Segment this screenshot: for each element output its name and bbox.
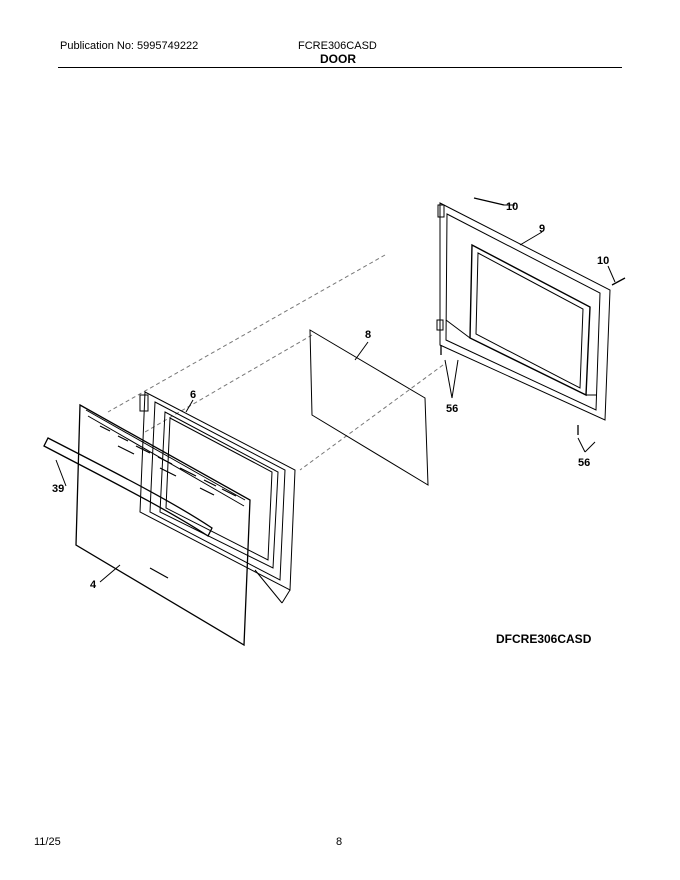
section-title: DOOR [320, 52, 356, 66]
callout-56-right: 56 [578, 457, 590, 469]
part-6-door-frame [139, 391, 296, 604]
hinge-screws [440, 197, 626, 435]
part-4-outer-door [75, 403, 251, 647]
callout-56-left: 56 [446, 403, 458, 415]
callout-9: 9 [539, 223, 545, 235]
alignment-lines [107, 254, 444, 471]
callout-labels: 10 9 10 8 56 56 6 39 4 [52, 201, 609, 591]
part-9-inner-door-liner [436, 202, 611, 421]
control-slots [99, 425, 237, 497]
footer-date: 11/25 [34, 836, 61, 848]
model-number: FCRE306CASD [298, 40, 377, 52]
publication-number: Publication No: 5995749222 [60, 40, 199, 52]
callout-10-right: 10 [597, 255, 609, 267]
leader-lines [55, 204, 616, 583]
page-number: 8 [336, 836, 343, 848]
part-8-glass-panel [309, 329, 429, 486]
callout-6: 6 [190, 389, 196, 401]
callout-4: 4 [90, 579, 97, 591]
callout-8: 8 [365, 329, 371, 341]
callout-39: 39 [52, 483, 64, 495]
part-39-handle [43, 437, 213, 537]
diagram-code: DFCRE306CASD [496, 632, 592, 646]
header-rule [58, 67, 622, 68]
callout-10-top: 10 [506, 201, 518, 213]
